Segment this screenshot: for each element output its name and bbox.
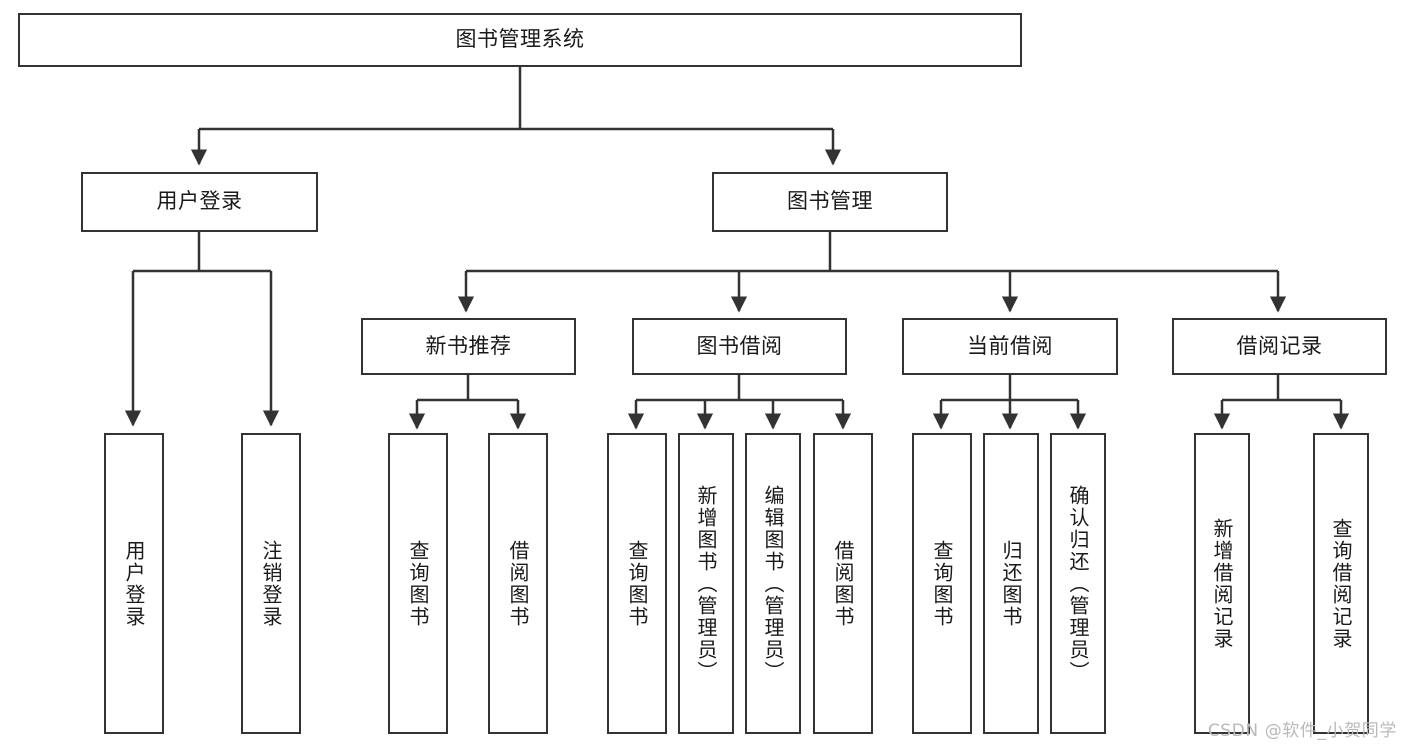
leaf-borrow-2[interactable]: 新增图书（管理员） bbox=[678, 433, 734, 734]
leaf-new-book-1-label: 查询图书 bbox=[406, 539, 430, 628]
node-new-book-recommend[interactable]: 新书推荐 bbox=[361, 318, 576, 375]
leaf-records-1[interactable]: 新增借阅记录 bbox=[1194, 433, 1250, 734]
leaf-records-1-label: 新增借阅记录 bbox=[1210, 517, 1234, 650]
node-root[interactable]: 图书管理系统 bbox=[18, 13, 1022, 67]
leaf-borrow-4-label: 借阅图书 bbox=[831, 539, 855, 628]
leaf-records-2[interactable]: 查询借阅记录 bbox=[1313, 433, 1369, 734]
leaf-new-book-2-label: 借阅图书 bbox=[506, 539, 530, 628]
leaf-records-2-label: 查询借阅记录 bbox=[1329, 517, 1353, 650]
node-book-management-label: 图书管理 bbox=[787, 189, 873, 214]
leaf-borrow-1-label: 查询图书 bbox=[625, 539, 649, 628]
node-current-borrow-label: 当前借阅 bbox=[967, 333, 1053, 358]
leaf-current-1-label: 查询图书 bbox=[930, 539, 954, 628]
leaf-user-login-2[interactable]: 注销登录 bbox=[241, 433, 301, 734]
node-book-borrow[interactable]: 图书借阅 bbox=[632, 318, 847, 375]
leaf-current-1[interactable]: 查询图书 bbox=[912, 433, 972, 734]
leaf-borrow-2-label: 新增图书（管理员） bbox=[694, 484, 718, 683]
leaf-borrow-3-label: 编辑图书（管理员） bbox=[761, 484, 785, 683]
node-current-borrow[interactable]: 当前借阅 bbox=[902, 318, 1118, 375]
leaf-borrow-3[interactable]: 编辑图书（管理员） bbox=[745, 433, 801, 734]
leaf-user-login-1-label: 用户登录 bbox=[122, 539, 146, 628]
node-book-management[interactable]: 图书管理 bbox=[712, 172, 948, 232]
leaf-borrow-4[interactable]: 借阅图书 bbox=[813, 433, 873, 734]
leaf-current-3-label: 确认归还（管理员） bbox=[1066, 484, 1090, 683]
leaf-new-book-1[interactable]: 查询图书 bbox=[388, 433, 448, 734]
node-borrow-records-label: 借阅记录 bbox=[1236, 333, 1323, 358]
node-root-label: 图书管理系统 bbox=[455, 27, 585, 52]
node-book-borrow-label: 图书借阅 bbox=[696, 333, 783, 358]
leaf-borrow-1[interactable]: 查询图书 bbox=[607, 433, 667, 734]
leaf-current-3[interactable]: 确认归还（管理员） bbox=[1050, 433, 1106, 734]
leaf-user-login-1[interactable]: 用户登录 bbox=[104, 433, 164, 734]
leaf-current-2[interactable]: 归还图书 bbox=[983, 433, 1039, 734]
leaf-user-login-2-label: 注销登录 bbox=[259, 539, 283, 628]
node-borrow-records[interactable]: 借阅记录 bbox=[1172, 318, 1387, 375]
node-user-login-label: 用户登录 bbox=[156, 189, 243, 214]
leaf-new-book-2[interactable]: 借阅图书 bbox=[488, 433, 548, 734]
node-user-login[interactable]: 用户登录 bbox=[81, 172, 318, 232]
node-new-book-recommend-label: 新书推荐 bbox=[425, 333, 512, 358]
leaf-current-2-label: 归还图书 bbox=[999, 539, 1023, 628]
